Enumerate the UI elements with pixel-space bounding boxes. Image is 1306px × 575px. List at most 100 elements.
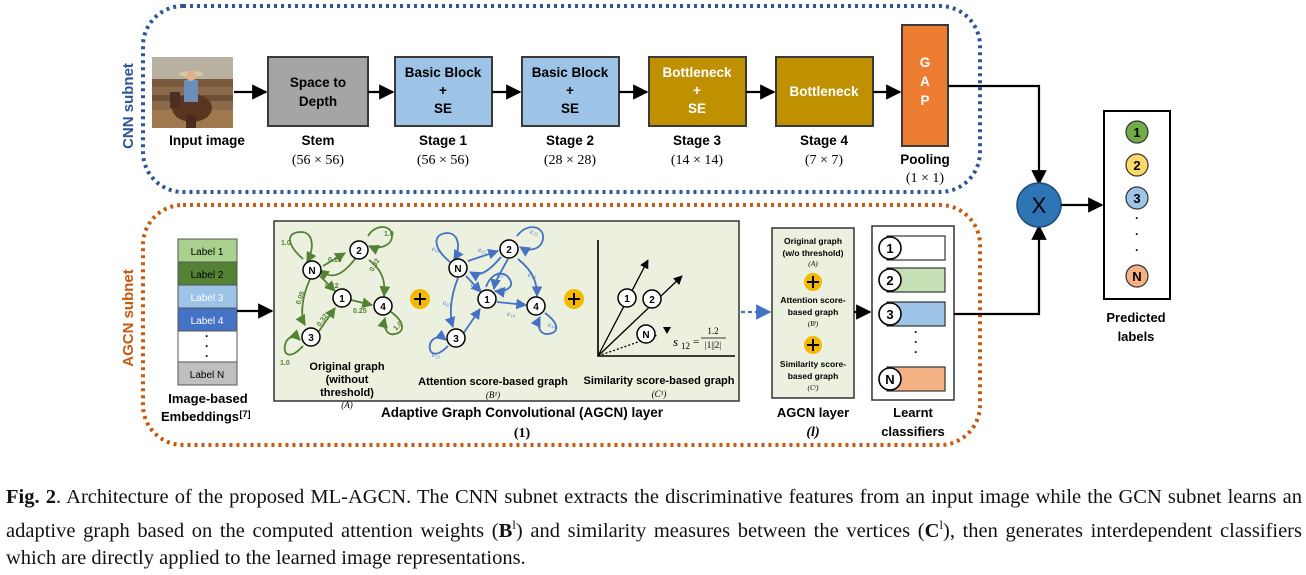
g2-label-1: 1	[484, 295, 490, 306]
stem-box-line2: Depth	[299, 94, 337, 109]
g1-caption-sym: (A)	[341, 400, 353, 410]
predicted-caption-line2: labels	[1118, 329, 1155, 344]
stage3-box-line1: Bottleneck	[662, 65, 732, 80]
figure-caption: Fig. 2. Architecture of the proposed ML-…	[6, 484, 1302, 572]
predicted-dot-1: ·	[1135, 211, 1139, 225]
g1-label-4: 4	[380, 302, 386, 313]
agcn-layer-index: (1)	[514, 426, 531, 441]
similarity-formula-sub: 12	[681, 341, 690, 351]
classifier-node-1	[878, 236, 902, 260]
g2-node-3	[446, 328, 466, 348]
caption-b-symbol: B	[498, 519, 513, 542]
stage4-dim: (7 × 7)	[805, 153, 844, 168]
stage2-name: Stage 2	[546, 133, 594, 148]
g2-weight-22: e₂₂	[530, 228, 539, 236]
g3-label-n: N	[642, 330, 649, 341]
label-4: Label 4	[191, 316, 224, 327]
stage4-name: Stage 4	[800, 133, 849, 148]
input-image	[152, 57, 233, 128]
g2-weight-21: e₂₁	[496, 270, 504, 278]
g3-node-2	[642, 289, 662, 309]
stage1-box-line2: +	[439, 83, 447, 98]
arrow-classifiers-multiply	[954, 224, 1047, 316]
g3-label-1: 1	[624, 294, 630, 305]
stage3-box-line3: SE	[688, 101, 706, 116]
similarity-formula-lhs: s	[673, 334, 678, 349]
stage1-dim: (56 × 56)	[417, 153, 470, 168]
stage2-box-line1: Basic Block	[532, 65, 609, 80]
similarity-graph	[597, 240, 735, 357]
label-1: Label 1	[191, 247, 224, 258]
attention-graph	[428, 226, 558, 355]
g1-weight-22: 1.0	[384, 231, 394, 238]
g2-caption: Attention score-based graph	[418, 376, 568, 388]
g2-label-3: 3	[453, 334, 459, 345]
input-image-label: Input image	[169, 133, 245, 148]
g1-weight-n2: 0.16	[328, 257, 342, 264]
g2-node-4	[526, 296, 546, 316]
predicted-label-1: 1	[1133, 125, 1140, 140]
g1-weight-33: 1.0	[280, 360, 290, 367]
stage1-name: Stage 1	[419, 133, 468, 148]
stem-name: Stem	[301, 133, 334, 148]
plus-icon	[564, 289, 584, 309]
g1-node-4	[373, 296, 393, 316]
g2-weight-33: e₃₃	[432, 351, 441, 359]
classifier-label-2: 2	[886, 273, 893, 288]
cnn-subnet-label: CNN subnet	[120, 63, 137, 149]
label-2: Label 2	[191, 270, 224, 281]
stage3-box	[648, 56, 747, 127]
g1-caption-line3: threshold)	[320, 387, 374, 399]
g1-node-n	[302, 260, 322, 280]
g1-label-2: 2	[356, 246, 362, 257]
layerl-g3-line1: Similarity score-	[780, 359, 846, 369]
g2-label-4: 4	[533, 302, 539, 313]
embeddings-ref: [7]	[240, 409, 251, 419]
classifier-dot-2: ·	[914, 335, 918, 349]
label-dot-3: ·	[205, 349, 209, 363]
classifiers-caption-line1: Learnt	[893, 405, 933, 420]
agcn-subnet-border	[141, 203, 982, 447]
g2-weight-11: e₁₁	[499, 285, 507, 293]
plus-icon	[410, 289, 430, 309]
g3-caption: Similarity score-based graph	[584, 375, 735, 387]
predicted-label-n: N	[1132, 269, 1141, 284]
stem-box-line1: Space to	[290, 75, 346, 90]
g2-node-n	[448, 258, 468, 278]
attention-graph-nodes	[446, 239, 546, 348]
gap-letter-g: G	[920, 55, 931, 70]
label-dot-1: ·	[205, 329, 209, 343]
caption-text-3: ), then generates interdependent classif…	[6, 519, 1302, 569]
g1-node-2	[349, 240, 369, 260]
stage3-name: Stage 3	[673, 133, 722, 148]
classifier-node-n	[878, 367, 902, 391]
g2-caption-sym: (B¹)	[486, 390, 500, 400]
g1-weight-44: 1.0	[392, 321, 404, 333]
multiply-symbol: X	[1032, 193, 1047, 218]
g1-node-1	[332, 288, 352, 308]
g2-label-2: 2	[506, 245, 512, 256]
g1-weight-14: 0.25	[353, 308, 367, 315]
layerl-g2-line1: Attention score-	[780, 295, 845, 305]
g1-caption-line1: Original graph	[309, 361, 384, 373]
stage3-dim: (14 × 14)	[671, 153, 724, 168]
g1-label-n: N	[308, 266, 315, 277]
stage2-box	[521, 56, 620, 127]
classifier-dot-1: ·	[914, 325, 918, 339]
classifier-label-3: 3	[886, 307, 893, 322]
similarity-formula-den: |1||2|	[705, 340, 721, 350]
stem-box	[267, 56, 369, 127]
g1-weight-n3: 0.05	[295, 290, 306, 305]
g2-label-n: N	[454, 264, 461, 275]
g1-node-3	[301, 327, 321, 347]
g3-node-1	[617, 288, 637, 308]
agcn-layer-title: Adaptive Graph Convolutional (AGCN) laye…	[381, 405, 664, 420]
stem-dim: (56 × 56)	[292, 153, 345, 168]
g2-weight-01: e₀₁	[471, 281, 479, 289]
g2-weight-44: e₄₄	[548, 321, 557, 329]
caption-c-symbol: C	[924, 519, 940, 542]
stage1-box-line3: SE	[434, 101, 452, 116]
embeddings-caption-line1: Image-based	[168, 391, 248, 406]
g1-label-1: 1	[339, 294, 345, 305]
predicted-node-n	[1125, 264, 1149, 288]
